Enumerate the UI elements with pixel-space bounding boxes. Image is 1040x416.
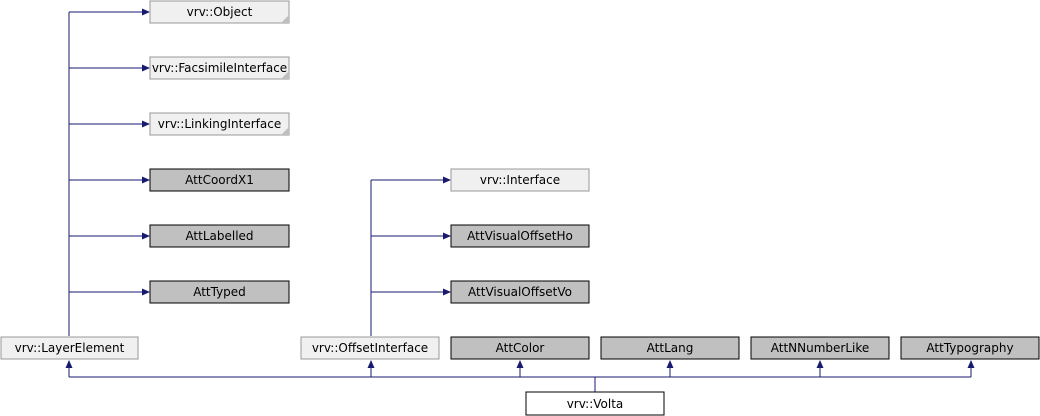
arrowhead-typed bbox=[142, 288, 150, 296]
node-layer-element-label: vrv::LayerElement bbox=[15, 341, 125, 355]
node-interface-label: vrv::Interface bbox=[480, 173, 560, 187]
node-linking-interface[interactable]: vrv::LinkingInterface bbox=[149, 112, 290, 136]
node-interface[interactable]: vrv::Interface bbox=[450, 168, 590, 192]
node-att-typed[interactable]: AttTyped bbox=[149, 280, 290, 304]
node-att-typography[interactable]: AttTypography bbox=[900, 336, 1040, 360]
arrowhead-lang bbox=[666, 360, 674, 368]
node-offset-interface[interactable]: vrv::OffsetInterface bbox=[300, 336, 440, 360]
node-att-n-number-like-label: AttNNumberLike bbox=[771, 341, 870, 355]
arrowhead-nnumberlike bbox=[816, 360, 824, 368]
node-att-typography-label: AttTypography bbox=[926, 341, 1013, 355]
arrowhead-labelled bbox=[142, 232, 150, 240]
node-linking-interface-label: vrv::LinkingInterface bbox=[158, 117, 281, 131]
node-att-visual-offset-vo[interactable]: AttVisualOffsetVo bbox=[450, 280, 590, 304]
arrowhead-offsetinterface bbox=[367, 360, 375, 368]
node-facsimile-interface[interactable]: vrv::FacsimileInterface bbox=[149, 56, 290, 80]
node-att-typed-label: AttTyped bbox=[193, 285, 246, 299]
node-volta-label: vrv::Volta bbox=[567, 397, 624, 411]
node-att-coord-x1[interactable]: AttCoordX1 bbox=[149, 168, 290, 192]
node-att-visual-offset-ho[interactable]: AttVisualOffsetHo bbox=[450, 224, 590, 248]
node-volta[interactable]: vrv::Volta bbox=[525, 391, 665, 416]
node-layer-element[interactable]: vrv::LayerElement bbox=[0, 336, 139, 360]
node-att-lang-label: AttLang bbox=[647, 341, 694, 355]
node-att-n-number-like[interactable]: AttNNumberLike bbox=[750, 336, 890, 360]
arrowhead-color bbox=[516, 360, 524, 368]
node-att-lang[interactable]: AttLang bbox=[600, 336, 740, 360]
arrowhead-linking bbox=[142, 120, 150, 128]
arrowhead-facsimile bbox=[142, 64, 150, 72]
node-object[interactable]: vrv::Object bbox=[149, 0, 290, 24]
node-offset-interface-label: vrv::OffsetInterface bbox=[312, 341, 428, 355]
node-att-coord-x1-label: AttCoordX1 bbox=[185, 173, 254, 187]
node-att-color[interactable]: AttColor bbox=[450, 336, 590, 360]
fold-corner-icon bbox=[281, 127, 289, 135]
node-facsimile-interface-label: vrv::FacsimileInterface bbox=[152, 61, 287, 75]
node-object-label: vrv::Object bbox=[187, 5, 253, 19]
arrowhead-typography bbox=[967, 360, 975, 368]
arrowhead-layerelement bbox=[65, 360, 73, 368]
arrowhead-visualho bbox=[443, 232, 451, 240]
fold-corner-icon bbox=[281, 71, 289, 79]
arrowhead-object bbox=[142, 8, 150, 16]
node-att-visual-offset-vo-label: AttVisualOffsetVo bbox=[468, 285, 572, 299]
arrowhead-coordx1 bbox=[142, 176, 150, 184]
arrowhead-visualvo bbox=[443, 288, 451, 296]
edges bbox=[65, 8, 975, 392]
node-att-visual-offset-ho-label: AttVisualOffsetHo bbox=[467, 229, 573, 243]
node-att-labelled[interactable]: AttLabelled bbox=[149, 224, 290, 248]
arrowhead-interface bbox=[443, 176, 451, 184]
node-att-color-label: AttColor bbox=[496, 341, 545, 355]
node-att-labelled-label: AttLabelled bbox=[185, 229, 253, 243]
fold-corner-icon bbox=[281, 15, 289, 23]
